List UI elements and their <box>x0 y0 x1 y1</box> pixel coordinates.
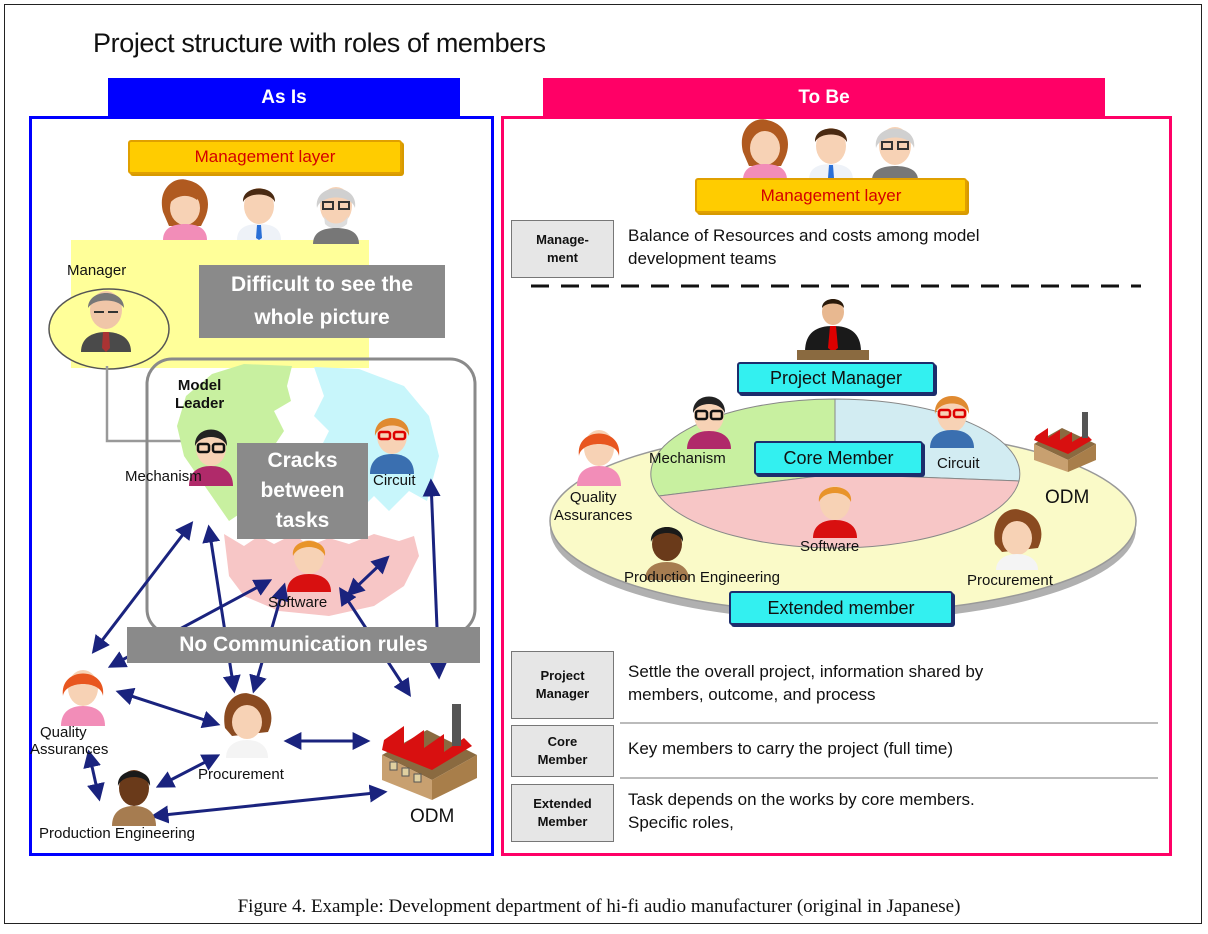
to-be-mechanism-label: Mechanism <box>649 450 726 467</box>
difficult-callout: Difficult to see the whole picture <box>199 265 445 338</box>
cracks-line1: Cracks <box>267 449 338 472</box>
as-is-circuit-label: Circuit <box>373 472 416 489</box>
project-manager-box: Project Manager <box>737 362 935 394</box>
row2-label-line2: Member <box>537 814 588 829</box>
woman-avatar-icon <box>161 179 208 240</box>
to-be-odm-label: ODM <box>1045 487 1090 508</box>
to-be-production-label: Production Engineering <box>624 569 780 586</box>
model-leader-label: Model Leader <box>175 377 224 413</box>
as-is-procurement-label: Procurement <box>198 766 284 783</box>
to-be-quality-line1: Quality <box>569 489 617 506</box>
figure-frame <box>4 4 1202 924</box>
tb-woman-avatar-icon <box>741 119 788 180</box>
as-is-management-layer: Management layer <box>128 140 402 174</box>
to-be-quality-line2: Assurances <box>554 507 633 524</box>
tb-glasses-avatar-icon <box>687 396 731 449</box>
manager-label: Manager <box>67 262 127 279</box>
production-avatar-icon <box>112 770 156 826</box>
row0-text-line1: Settle the overall project, information … <box>628 662 984 681</box>
manager-connector <box>105 366 189 443</box>
management-row-text: Balance of Resources and costs among mod… <box>628 225 980 271</box>
model-leader-line1: Model <box>177 377 222 394</box>
core-member-box: Core Member <box>754 441 923 475</box>
row-divider <box>620 777 1158 779</box>
row-divider <box>620 722 1158 724</box>
extended-member-box: Extended member <box>729 591 953 625</box>
arrow-prod-odm <box>150 784 388 824</box>
manager-ellipse <box>48 288 170 370</box>
row2-text-line2: Specific roles, <box>628 812 734 832</box>
to-be-panel <box>501 116 1172 856</box>
businessman-icon <box>797 299 869 360</box>
row-text-extended-member: Task depends on the works by core member… <box>628 789 975 835</box>
tb-qa-avatar-icon <box>577 430 621 486</box>
row0-label-line1: Project <box>540 668 585 684</box>
arrow-qa-procurement <box>115 687 221 729</box>
to-be-circuit-label: Circuit <box>937 455 980 472</box>
arrow-prod-proc <box>155 754 221 788</box>
mgmt-text-line2: development teams <box>628 248 777 268</box>
cracks-line2: between <box>260 479 345 502</box>
tb-factory-icon <box>1034 412 1096 472</box>
management-row-label: Manage- ment <box>511 220 614 278</box>
row2-text-line1: Task depends on the works by core member… <box>628 790 975 809</box>
orange-avatar-icon <box>287 540 331 592</box>
as-is-panel <box>29 116 494 856</box>
to-be-management-layer: Management layer <box>695 178 967 213</box>
row-text-project-manager: Settle the overall project, information … <box>628 661 983 707</box>
no-communication-banner: No Communication rules <box>127 627 480 663</box>
to-be-procurement-label: Procurement <box>967 572 1053 589</box>
tb-orange-avatar-icon <box>813 486 857 538</box>
as-is-quality-label: Quality Assurances <box>30 724 108 758</box>
row-label-core-member: Core Member <box>511 725 614 777</box>
cracks-line3: tasks <box>275 509 330 532</box>
row1-text-line1: Key members to carry the project (full t… <box>628 739 953 758</box>
man-avatar-icon <box>237 188 281 240</box>
arrow-proc-mechanism <box>202 524 241 694</box>
row1-label-line1: Core <box>547 734 578 750</box>
row0-text-line2: members, outcome, and process <box>628 684 876 704</box>
mgmt-text-line1: Balance of Resources and costs among mod… <box>628 226 980 245</box>
to-be-header: To Be <box>543 78 1105 118</box>
procurement-avatar-icon <box>224 693 272 758</box>
cracks-callout: Cracks between tasks <box>237 443 368 539</box>
redhead-avatar-icon <box>370 418 414 474</box>
as-is-quality-line2: Assurances <box>30 741 109 758</box>
as-is-odm-label: ODM <box>410 806 455 827</box>
tb-redhead-avatar-icon <box>930 396 974 448</box>
mgmt-label-line1: Manage- <box>536 232 589 248</box>
tb-procurement-avatar-icon <box>994 509 1042 570</box>
figure-caption: Figure 4. Example: Development departmen… <box>237 896 961 917</box>
elder-avatar-icon <box>313 187 359 244</box>
tb-elder-avatar-icon <box>872 127 918 180</box>
row-label-extended-member: Extended Member <box>511 784 614 842</box>
mgmt-label-line2: ment <box>546 250 579 265</box>
as-is-header: As Is <box>108 78 460 118</box>
manager-avatar-icon <box>81 291 131 352</box>
factory-icon <box>382 704 477 800</box>
row2-label-line1: Extended <box>533 796 592 812</box>
difficult-line2: whole picture <box>254 306 390 329</box>
row0-label-line2: Manager <box>535 686 590 701</box>
row-text-core-member: Key members to carry the project (full t… <box>628 738 953 761</box>
page-title: Project structure with roles of members <box>93 28 546 58</box>
qa-avatar-icon <box>61 670 105 726</box>
glasses-avatar-icon <box>189 429 233 486</box>
tb-production-avatar-icon <box>645 527 689 580</box>
to-be-software-label: Software <box>800 538 860 555</box>
row1-label-line2: Member <box>537 752 588 767</box>
difficult-line1: Difficult to see the <box>230 273 414 296</box>
row-label-project-manager: Project Manager <box>511 651 614 719</box>
to-be-quality-label: Quality Assurances <box>554 489 632 525</box>
tb-man-avatar-icon <box>809 128 853 180</box>
arrow-qa-production <box>83 749 105 802</box>
as-is-mechanism-label: Mechanism <box>125 468 202 485</box>
as-is-software-label: Software <box>268 594 328 611</box>
model-leader-line2: Leader <box>175 395 225 412</box>
as-is-quality-line1: Quality <box>40 724 87 741</box>
as-is-production-label: Production Engineering <box>39 825 195 842</box>
